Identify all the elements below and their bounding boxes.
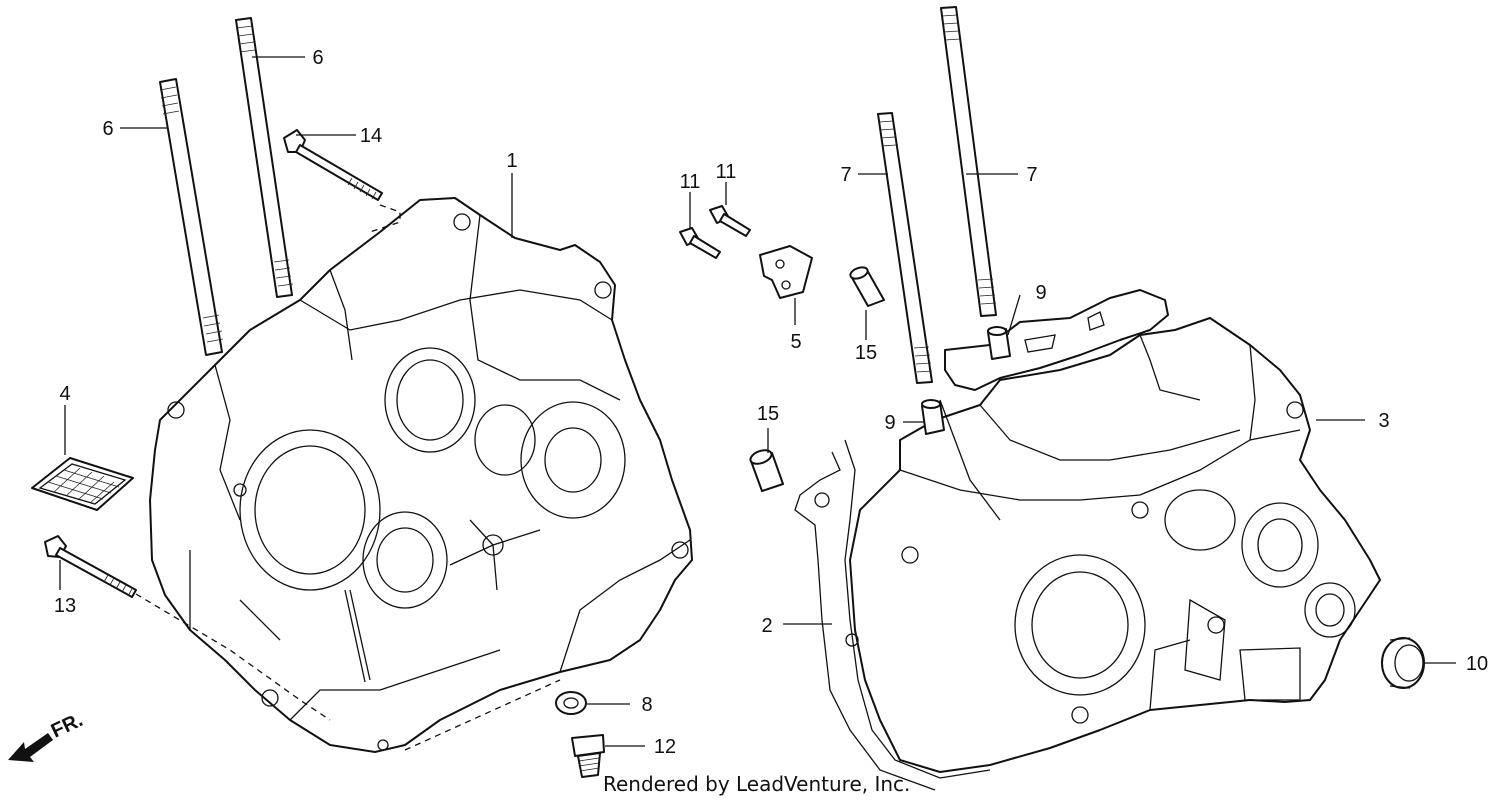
callout-2: 2: [761, 615, 772, 637]
callout-4: 4: [59, 383, 70, 405]
callout-14: 14: [360, 125, 382, 147]
sealing-washer-8: [555, 691, 587, 715]
right-crankcase: [849, 317, 1381, 773]
callout-13: 13: [54, 595, 76, 617]
callout-9-bottom: 9: [884, 412, 895, 434]
stud-bolt-7-b: [940, 6, 997, 317]
oil-seal-10: [1381, 637, 1425, 689]
callout-11-left: 11: [680, 171, 701, 193]
bolt-11-a: [679, 227, 721, 259]
oil-strainer-screen: [31, 457, 134, 511]
setting-plate-5: [759, 245, 813, 299]
left-crankcase: [149, 197, 693, 753]
callout-15-top: 15: [855, 342, 877, 364]
front-direction-arrow: FR.: [8, 709, 86, 762]
drain-bolt-12: [571, 734, 605, 778]
stud-bolt-6-a: [159, 78, 224, 356]
callout-1: 1: [506, 150, 517, 172]
callout-15-mid: 15: [757, 403, 779, 425]
callout-7-left: 7: [840, 164, 851, 186]
dowel-pin-15-a: [849, 266, 885, 307]
callout-11-right: 11: [716, 161, 737, 183]
stud-bolt-6-b: [235, 17, 294, 298]
dowel-pin-9-b: [987, 326, 1011, 360]
bolt-11-b: [709, 205, 751, 237]
callout-12: 12: [654, 736, 676, 758]
callout-7-right: 7: [1026, 164, 1037, 186]
crankcase-gasket: [794, 439, 991, 791]
callout-10: 10: [1466, 653, 1488, 675]
callout-3: 3: [1378, 410, 1389, 432]
dowel-pin-15-b: [749, 449, 784, 492]
callout-6-top: 6: [312, 47, 323, 69]
breather-plate: [944, 289, 1169, 391]
flange-bolt-13: [44, 535, 137, 598]
callout-5: 5: [790, 331, 801, 353]
dowel-pin-9-a: [921, 399, 945, 435]
callout-6-left: 6: [102, 118, 113, 140]
callout-9-top: 9: [1035, 282, 1046, 304]
svg-text:FR.: FR.: [48, 709, 86, 743]
footer-credit: Rendered by LeadVenture, Inc.: [603, 772, 911, 796]
callout-8: 8: [641, 694, 652, 716]
callout-labels: 1 2 3 4 5 6 6 7 7 8 9 9 10 11 11 12 13 1…: [54, 47, 1488, 758]
leader-lines: [59, 56, 1456, 751]
stud-bolt-7-a: [877, 112, 933, 384]
